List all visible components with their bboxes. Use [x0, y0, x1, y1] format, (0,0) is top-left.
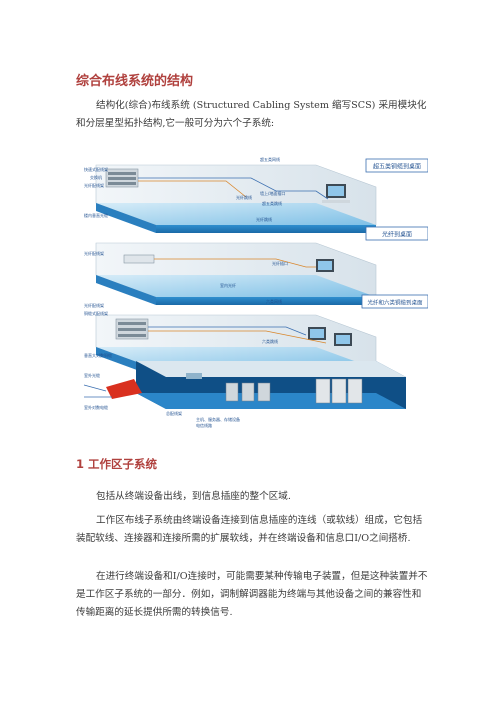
- label-main-patch: 总配线架: [166, 410, 182, 416]
- label-outlet: 墙上/地面插口: [260, 190, 285, 196]
- callout-floor1: 光纤和六类铜缆到桌面: [361, 294, 429, 309]
- label-fiber-jumper: 光纤跳线: [236, 194, 252, 200]
- label-backbone: 垂直大对数铜缆: [84, 352, 112, 358]
- section-paragraph-3: 在进行终端设备和I/O连接时，可能需要某种传输电子装置，但是这种装置并不是工作区…: [76, 571, 428, 618]
- label-left-stack: 快速式配线架: [84, 166, 108, 172]
- label-outdoor-copper: 室外对数电缆: [84, 404, 108, 410]
- label-server-room: 主机、服务器、存储设备: [196, 416, 240, 422]
- label-fiber-patch2: 光纤配线架: [84, 250, 104, 256]
- intro-paragraph: 结构化(综合)布线系统 (Structured Cabling System 缩…: [76, 100, 427, 129]
- floor-2: [95, 242, 377, 305]
- label-fiber-patch3: 光纤配线架: [84, 302, 104, 308]
- label-indoor-fiber: 光纤跳线: [256, 216, 272, 222]
- label-copper-patch: 铜缆式配线架: [84, 310, 108, 316]
- section-heading: 1 工作区子系统: [76, 457, 158, 471]
- label-indoor-cable: 室内光纤: [220, 282, 236, 288]
- label-vertical-cable: 楼内垂直光缆: [84, 212, 108, 218]
- building-illustration: 超五类铜缆到桌面 光纤到桌面 光纤和六类铜缆到桌面 快速式配线架 交换机 光纤配…: [83, 156, 429, 428]
- label-switch: 交换机: [90, 174, 102, 180]
- svg-text:超五类铜缆到桌面: 超五类铜缆到桌面: [373, 163, 421, 171]
- equipment-room: [83, 361, 406, 409]
- label-super5-cable: 超五类网线: [260, 156, 280, 162]
- floor-3: [95, 164, 377, 233]
- label-cat6-jumper: 六类跳线: [262, 338, 278, 344]
- section-paragraph-2: 工作区布线子系统由终端设备连接到信息插座的连线（或软线）组成，它包括装配软线、连…: [76, 515, 423, 544]
- cabling-structure-diagram: 超五类铜缆到桌面 光纤到桌面 光纤和六类铜缆到桌面 快速式配线架 交换机 光纤配…: [76, 147, 429, 429]
- section-paragraph-1: 包括从终端设备出线，到信息插座的整个区域.: [96, 491, 291, 502]
- label-fiber-port: 光纤插口: [272, 260, 288, 266]
- label-outdoor-fiber: 室外光缆: [84, 372, 100, 378]
- svg-text:光纤和六类铜缆到桌面: 光纤和六类铜缆到桌面: [367, 299, 423, 307]
- label-fiber-patch: 光纤配线架: [84, 182, 104, 188]
- label-patch-cord: 超五类跳线: [262, 200, 282, 206]
- svg-text:光纤到桌面: 光纤到桌面: [382, 231, 412, 239]
- callout-floor2: 光纤到桌面: [365, 226, 429, 241]
- label-telecom-line: 电信线路: [196, 422, 212, 428]
- callout-floor3: 超五类铜缆到桌面: [365, 158, 429, 173]
- page-title: 综合布线系统的结构: [76, 74, 194, 89]
- label-cat6-cable: 六类网线: [266, 298, 282, 304]
